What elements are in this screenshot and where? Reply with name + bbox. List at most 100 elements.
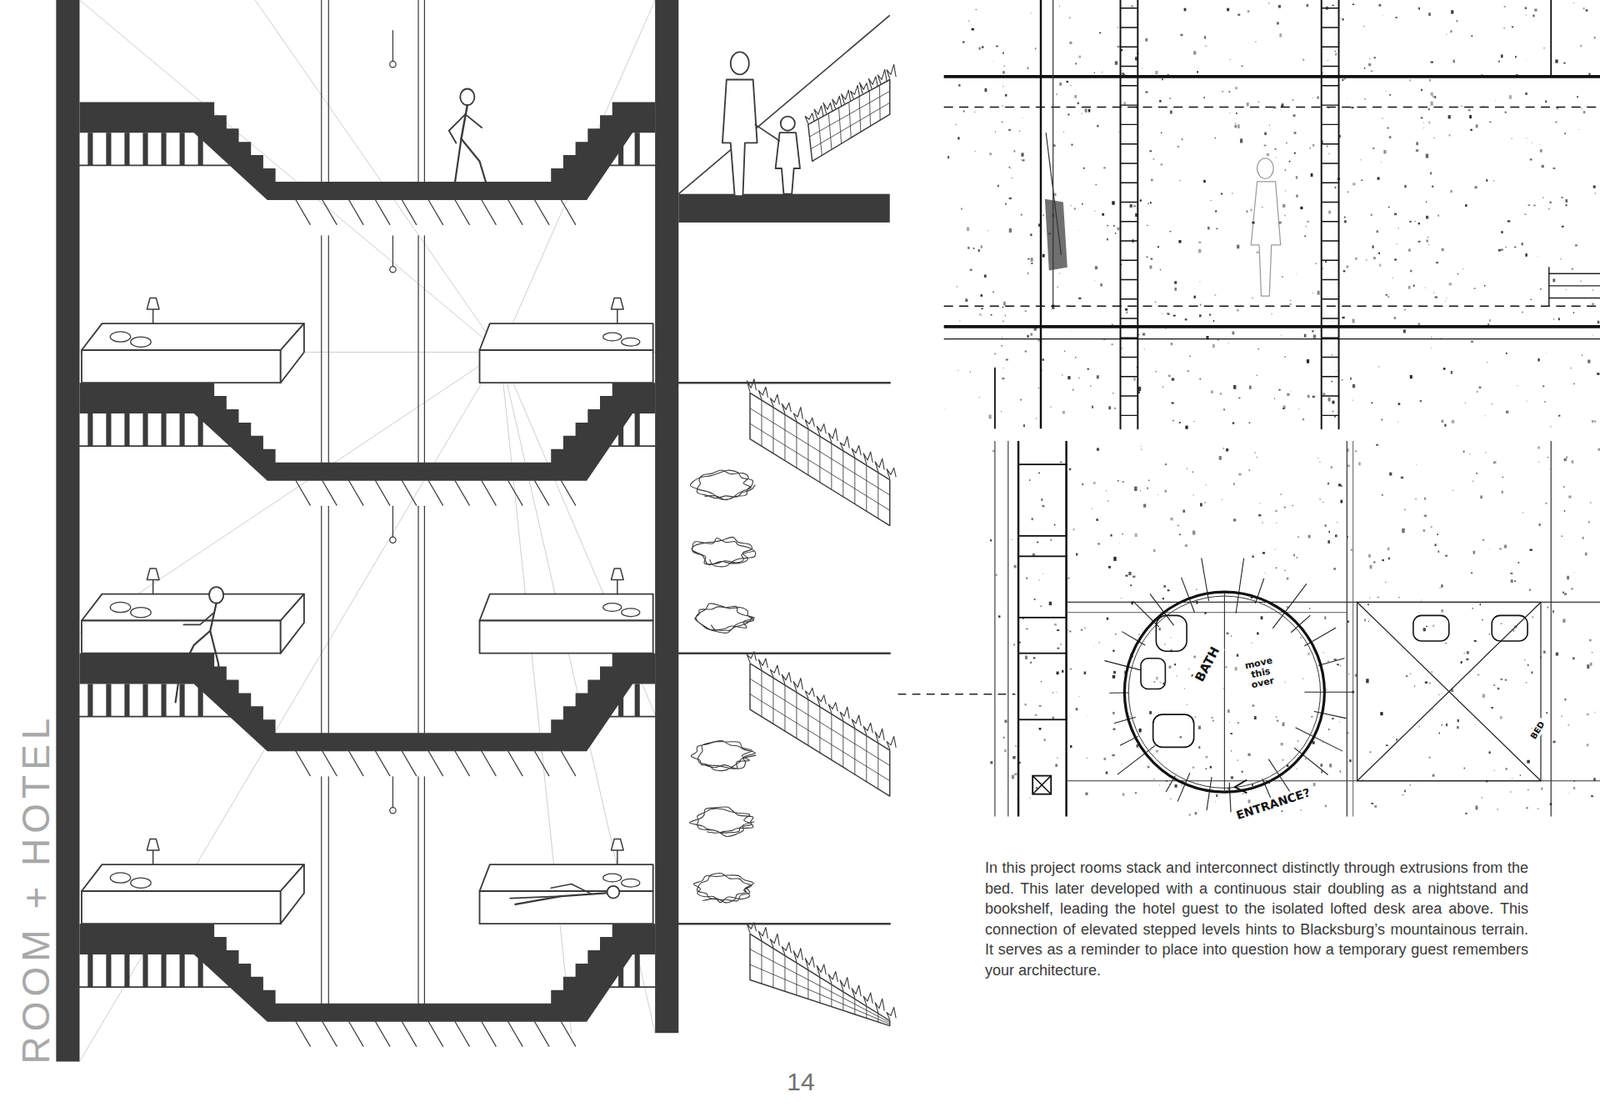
pendant-cord xyxy=(392,505,394,537)
scan-speck xyxy=(1514,246,1516,249)
scan-speck xyxy=(1585,552,1588,556)
scan-speck xyxy=(1545,711,1548,714)
circle-ray xyxy=(1290,615,1310,632)
scan-speck xyxy=(957,370,960,371)
ladder-strip xyxy=(1320,0,1323,429)
scan-speck xyxy=(1038,223,1040,226)
plan-box xyxy=(1018,653,1067,720)
scan-speck xyxy=(1021,117,1024,120)
pillow xyxy=(110,331,130,342)
plant xyxy=(746,922,756,933)
scan-speck xyxy=(1112,675,1115,679)
scan-speck xyxy=(1475,723,1476,725)
scan-speck xyxy=(1280,109,1282,111)
scan-speck xyxy=(1360,180,1363,181)
scan-speck xyxy=(1275,567,1277,569)
scan-speck xyxy=(1075,553,1078,556)
scan-speck xyxy=(1212,720,1214,722)
scan-speck xyxy=(1537,807,1540,809)
scan-speck xyxy=(1590,662,1593,666)
scan-speck xyxy=(1241,65,1244,66)
scan-speck xyxy=(1213,320,1215,322)
scan-speck xyxy=(1080,629,1083,631)
scan-speck xyxy=(1160,163,1164,165)
stair-hatch xyxy=(455,200,470,225)
scan-speck xyxy=(1335,53,1337,56)
scan-speck xyxy=(1564,698,1566,701)
scan-speck xyxy=(1327,540,1330,544)
scan-speck xyxy=(1150,179,1154,182)
scan-speck xyxy=(1445,300,1447,302)
scan-speck xyxy=(1340,770,1341,772)
scan-speck xyxy=(1449,134,1451,137)
scan-speck xyxy=(1112,650,1115,652)
scan-speck xyxy=(1310,173,1314,177)
scan-speck xyxy=(1313,334,1316,338)
scan-speck xyxy=(1580,108,1583,110)
scan-speck xyxy=(1410,672,1412,675)
scan-speck xyxy=(1209,313,1211,315)
scan-speck xyxy=(1005,315,1006,317)
scan-speck xyxy=(1250,208,1252,211)
scan-speck xyxy=(1162,385,1165,388)
scan-speck xyxy=(1000,410,1002,412)
scan-speck xyxy=(1474,287,1476,290)
joist xyxy=(160,132,166,165)
stair-hatch xyxy=(401,1021,416,1046)
scan-speck xyxy=(1349,759,1351,762)
figure xyxy=(455,139,461,182)
scan-speck xyxy=(1590,795,1594,797)
scan-speck xyxy=(1173,315,1176,317)
scan-speck xyxy=(1452,60,1455,64)
scan-speck xyxy=(1221,90,1224,93)
scan-speck xyxy=(1560,535,1563,538)
scan-speck xyxy=(1404,185,1406,188)
scan-speck xyxy=(1081,483,1084,485)
scan-speck xyxy=(1275,156,1278,158)
scan-speck xyxy=(1385,744,1389,746)
caption-text: In this project rooms stack and intercon… xyxy=(985,857,1529,980)
scan-speck xyxy=(1427,236,1429,239)
scan-speck xyxy=(1540,149,1543,153)
scan-speck xyxy=(1539,523,1541,526)
scan-speck xyxy=(1514,580,1515,582)
scan-speck xyxy=(1246,102,1250,106)
scan-speck xyxy=(1248,799,1251,803)
scan-speck xyxy=(1582,536,1585,540)
scan-speck xyxy=(1198,241,1201,244)
scan-speck xyxy=(1395,16,1397,19)
joist xyxy=(124,954,130,987)
scan-speck xyxy=(980,314,982,316)
scan-speck xyxy=(1430,336,1432,339)
perspective-lines xyxy=(80,0,656,1061)
scan-speck xyxy=(1279,221,1282,225)
plant xyxy=(851,985,861,998)
scan-speck xyxy=(1439,336,1441,339)
scan-speck xyxy=(1527,664,1530,666)
scan-speck xyxy=(1325,805,1327,808)
plant xyxy=(886,64,896,79)
scan-speck xyxy=(1035,47,1037,50)
scan-speck xyxy=(1346,97,1349,100)
plan-line xyxy=(944,338,1600,340)
scan-speck xyxy=(995,130,996,133)
scan-speck xyxy=(1493,770,1495,771)
lamp xyxy=(152,850,154,865)
scan-speck xyxy=(1234,125,1237,129)
scan-speck xyxy=(971,28,975,31)
bed-top xyxy=(81,594,305,621)
scan-speck xyxy=(1450,10,1454,14)
scan-speck xyxy=(1088,109,1090,113)
scan-speck xyxy=(963,110,965,113)
scan-speck xyxy=(1312,395,1315,398)
scan-speck xyxy=(1524,659,1526,661)
scan-speck xyxy=(1148,480,1150,481)
scan-speck xyxy=(1585,9,1589,11)
scan-speck xyxy=(1290,390,1292,392)
scan-speck xyxy=(990,760,993,764)
scan-speck xyxy=(1078,695,1080,698)
scan-speck xyxy=(1044,738,1046,741)
scan-speck xyxy=(1500,622,1503,624)
joist xyxy=(87,132,93,165)
partition xyxy=(320,235,322,463)
